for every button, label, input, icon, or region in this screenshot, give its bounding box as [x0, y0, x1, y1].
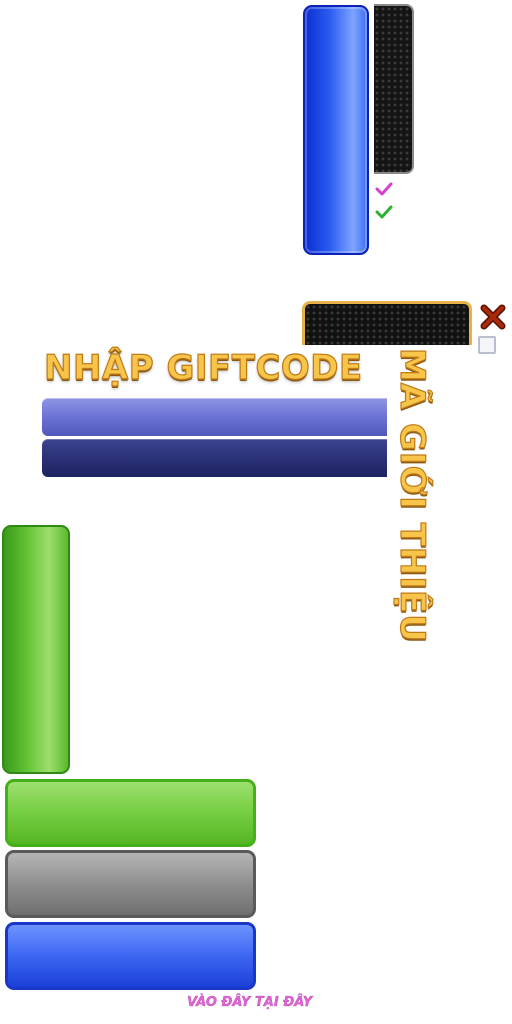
- light-blue-bar: [42, 398, 387, 436]
- dark-blue-bar: [42, 439, 387, 477]
- green-button[interactable]: [5, 779, 256, 847]
- dark-mesh-vertical-panel: [374, 4, 414, 174]
- referral-title: MÃ GIỚI THIỆU: [391, 347, 432, 643]
- check-icon: [375, 182, 393, 196]
- check-icon: [375, 205, 393, 219]
- dark-mesh-input-panel[interactable]: [302, 301, 472, 345]
- close-icon[interactable]: [480, 304, 506, 330]
- gray-button[interactable]: [5, 850, 256, 918]
- giftcode-title: NHẬP GIFTCODE: [43, 347, 363, 388]
- enter-here-link[interactable]: VÀO ĐÂY TẠI ĐÂY: [187, 995, 313, 1010]
- checkbox[interactable]: [478, 336, 496, 354]
- blue-vertical-button[interactable]: [303, 5, 369, 255]
- blue-button[interactable]: [5, 922, 256, 990]
- green-vertical-button[interactable]: [2, 525, 70, 774]
